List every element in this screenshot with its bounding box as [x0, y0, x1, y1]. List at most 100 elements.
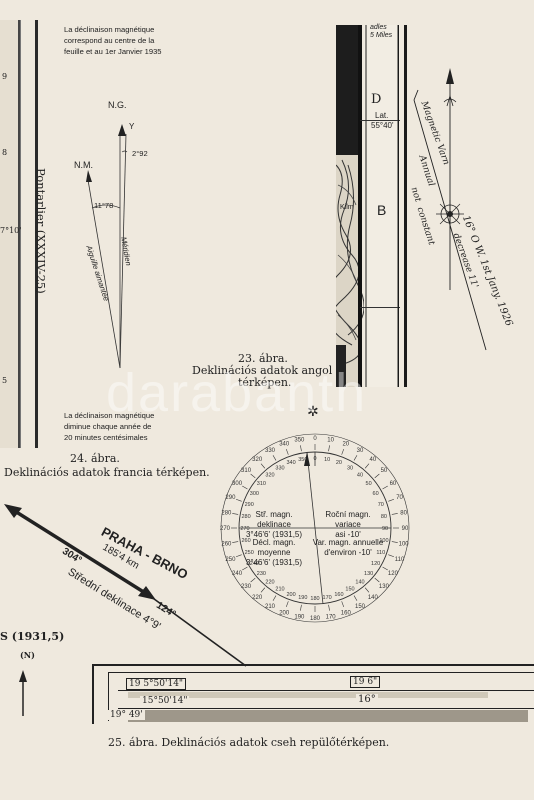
- dial-tick: [391, 513, 398, 515]
- edge-mark: 7°10': [0, 226, 22, 235]
- dial-tick-label-inner: 10: [324, 457, 330, 463]
- dial-tick-label-inner: 80: [381, 514, 387, 520]
- figure-24-number: 24. ábra.: [70, 452, 120, 465]
- dial-tick-label: 110: [395, 557, 405, 563]
- map-strip-inner: [108, 672, 534, 721]
- dial-tick: [250, 577, 256, 583]
- dial-tick-label: 300: [232, 481, 243, 487]
- dial-tick: [364, 463, 370, 469]
- scale-text: adles 5 Miles: [370, 24, 392, 40]
- dial-tick: [388, 498, 395, 502]
- compass-text-tr: Roční magn. variace asi -10': [312, 510, 384, 540]
- dial-tick: [328, 604, 330, 611]
- dial-tick-label: 40: [370, 457, 377, 463]
- dial-tick-label-inner: 170: [323, 595, 332, 601]
- dial-tick: [235, 498, 242, 502]
- dial-tick-label-inner: 310: [257, 481, 266, 487]
- dial-tick-label: 190: [294, 615, 305, 621]
- dial-tick-label: 100: [399, 542, 410, 548]
- compass-line: 3°46'6' (1931,5): [245, 558, 303, 567]
- north-label: (N): [20, 650, 35, 660]
- dial-tick-label: 180: [310, 616, 321, 622]
- dial-tick-label-inner: 110: [376, 550, 385, 556]
- dial-tick-label: 220: [252, 595, 263, 601]
- dial-tick-label-inner: 340: [286, 460, 295, 466]
- compass-text-bl: Décl. magn. moyenne 3°46'6' (1931,5): [240, 538, 308, 568]
- dial-tick: [382, 566, 388, 571]
- dial-tick-label: 130: [379, 584, 390, 590]
- declination-diagram-fr: [86, 124, 128, 369]
- dial-tick: [272, 455, 277, 461]
- lat-value: 55°40': [371, 121, 394, 130]
- edge-mark: 9: [2, 72, 8, 81]
- dial-tick-label: 200: [279, 611, 290, 617]
- edge-mark: 5: [2, 376, 8, 385]
- dial-tick-label: 140: [368, 595, 379, 601]
- dial-tick-label-inner: 40: [357, 472, 363, 478]
- dial-tick-label: 10: [327, 437, 334, 443]
- strip-divider: [128, 692, 488, 698]
- note-line: La déclinaison magnétique: [64, 25, 155, 34]
- dial-tick: [272, 595, 277, 601]
- dial-tick-label-inner: 100: [379, 538, 388, 544]
- dial-tick-label-inner: 230: [257, 571, 266, 577]
- dial-tick-label-inner: 200: [286, 592, 295, 598]
- dial-outer-ring: [220, 433, 410, 623]
- dial-tick-label: 20: [342, 441, 349, 447]
- map-frame-line: [398, 25, 399, 387]
- dial-tick-label: 270: [220, 526, 231, 532]
- dial-tick-label: 170: [326, 615, 337, 621]
- note-line: 20 minutes centésimales: [64, 433, 148, 442]
- strip-mid-right: 16°: [356, 694, 378, 705]
- note-line: diminue chaque année de: [64, 422, 152, 431]
- compass-line: Décl. magn. moyenne: [252, 538, 296, 557]
- y-mark: Y: [129, 122, 135, 131]
- note-line: La déclinaison magnétique: [64, 411, 155, 420]
- dial-tick: [232, 541, 239, 543]
- note-top: La déclinaison magnétique correspond au …: [64, 24, 162, 57]
- map-border-line: [35, 20, 38, 448]
- dial-tick-label: 30: [357, 448, 364, 454]
- compass-line: 3°46'6' (1931,5): [245, 530, 303, 539]
- figure-23-number: 23. ábra.: [238, 352, 288, 365]
- dial-tick-label: 50: [381, 468, 388, 474]
- dial-tick-label-inner: 120: [371, 561, 380, 567]
- dial-tick: [285, 601, 289, 608]
- compass-text-br: Var. magn. annuelle d'environ -10': [312, 538, 384, 558]
- note-line: feuille et au 1er Janvier 1935: [64, 47, 162, 56]
- dial-tick-label-inner: 350: [298, 457, 307, 463]
- dial-tick-label-inner: 140: [355, 580, 364, 586]
- dial-tick-label-inner: 280: [241, 514, 250, 520]
- compass-star: ✲: [307, 404, 319, 420]
- dial-tick: [341, 448, 345, 455]
- dial-tick-label-inner: 210: [275, 587, 284, 593]
- strip-divider: [118, 708, 534, 709]
- figure-23-caption-2: térképen.: [238, 376, 292, 389]
- dial-tick-label: 280: [221, 510, 232, 516]
- epoch-label: S (1931,5): [0, 630, 65, 643]
- dial-tick-label-inner: 30: [347, 465, 353, 471]
- dial-tick-label: 250: [225, 557, 236, 563]
- dial-tick: [374, 577, 380, 583]
- compass-line: Stř. magn. deklinace: [255, 510, 293, 529]
- figure-23-caption: Deklinációs adatok angol: [192, 364, 333, 377]
- dial-tick-label-inner: 250: [245, 550, 254, 556]
- b-label: B: [377, 202, 387, 218]
- dial-tick: [374, 473, 380, 479]
- dial-tick-label: 210: [265, 604, 276, 610]
- dial-tick-label: 0: [313, 436, 317, 442]
- map-edge-line: [18, 20, 20, 448]
- compass-line: asi -10': [335, 530, 361, 539]
- strip-top-left: 19 5°50'14": [126, 678, 187, 690]
- dial-tick-label: 310: [241, 468, 252, 474]
- dial-tick: [260, 587, 266, 593]
- dial-tick-label-inner: 150: [345, 587, 354, 593]
- dial-tick: [300, 445, 302, 452]
- compass-line: d'environ -10': [324, 548, 372, 557]
- kilm-label: Kilm: [340, 204, 354, 211]
- dial-tick: [353, 595, 358, 601]
- dial-tick: [391, 541, 398, 543]
- dial-tick: [364, 587, 370, 593]
- dial-tick-label-inner: 180: [310, 596, 319, 602]
- map-edge-strip: [0, 20, 21, 448]
